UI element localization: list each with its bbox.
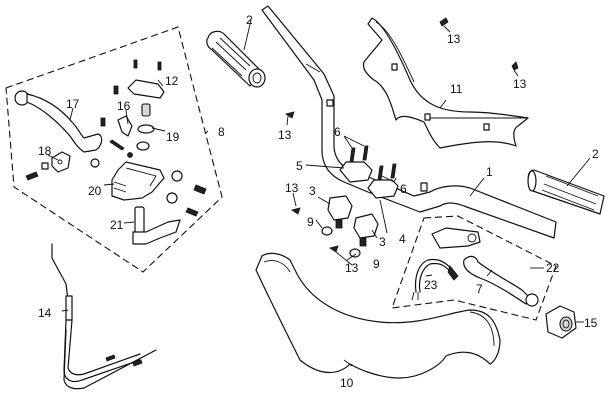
grip-right[interactable] bbox=[527, 169, 605, 215]
screw-13-top1 bbox=[439, 17, 451, 33]
master-cylinder-body[interactable] bbox=[111, 161, 165, 201]
callout-3b: 3 bbox=[379, 235, 386, 249]
callout-19: 19 bbox=[166, 130, 180, 144]
throttle-cable[interactable] bbox=[51, 243, 157, 390]
nut-9a[interactable] bbox=[321, 226, 333, 236]
handlebar-lower-cover[interactable] bbox=[255, 252, 501, 379]
nut-9b[interactable] bbox=[349, 248, 361, 258]
callout-5: 5 bbox=[296, 159, 303, 173]
callout-9a: 9 bbox=[307, 215, 314, 229]
callout-labels: 1 2 2 3 3 4 5 6 6 7 8 9 9 10 11 12 13 13… bbox=[38, 13, 599, 390]
callout-6b: 6 bbox=[400, 182, 407, 196]
callout-18: 18 bbox=[38, 144, 52, 158]
callout-7: 7 bbox=[476, 282, 483, 296]
clutch-lever-holder[interactable] bbox=[431, 227, 481, 249]
callout-15: 15 bbox=[584, 316, 598, 330]
callout-8: 8 bbox=[218, 125, 225, 139]
callout-9b: 9 bbox=[373, 257, 380, 271]
lower-holder-3a[interactable] bbox=[327, 195, 353, 229]
group-8-outline bbox=[5, 26, 223, 273]
callout-13-low: 13 bbox=[345, 261, 359, 275]
callout-13-top1: 13 bbox=[447, 32, 461, 46]
reservoir-cap[interactable] bbox=[113, 59, 165, 99]
callout-2-right: 2 bbox=[592, 147, 599, 161]
brake-lever-bracket[interactable] bbox=[132, 206, 181, 245]
screw-13-low bbox=[329, 245, 339, 253]
brake-light-switch[interactable] bbox=[25, 151, 71, 181]
callout-16: 16 bbox=[117, 99, 131, 113]
upper-holder-4[interactable] bbox=[367, 163, 399, 199]
group-22-outline bbox=[391, 215, 557, 321]
callout-4: 4 bbox=[399, 232, 406, 246]
callout-12: 12 bbox=[165, 74, 179, 88]
leader-lines bbox=[47, 19, 591, 367]
callout-17: 17 bbox=[66, 97, 80, 111]
callout-1: 1 bbox=[486, 165, 493, 179]
screw-13-mid bbox=[291, 207, 301, 215]
screw-13-left bbox=[285, 111, 295, 119]
callout-11: 11 bbox=[450, 82, 463, 96]
callout-2-left: 2 bbox=[246, 13, 253, 27]
master-cylinder-small-parts bbox=[90, 103, 207, 217]
grip-left[interactable] bbox=[206, 30, 266, 88]
handlebar-upper-cover[interactable] bbox=[362, 17, 529, 149]
callout-13-left: 13 bbox=[278, 128, 292, 142]
clutch-switch[interactable] bbox=[411, 258, 459, 301]
screw-13-top2 bbox=[511, 61, 519, 77]
callout-23: 23 bbox=[424, 278, 438, 292]
upper-holder-5[interactable] bbox=[339, 145, 373, 183]
bar-end-weight[interactable] bbox=[545, 305, 577, 339]
callout-21: 21 bbox=[110, 218, 124, 232]
callout-3a: 3 bbox=[309, 184, 316, 198]
brake-lever[interactable] bbox=[14, 90, 103, 153]
callout-14: 14 bbox=[38, 306, 52, 320]
callout-22: 22 bbox=[546, 261, 560, 275]
callout-6a: 6 bbox=[334, 125, 341, 139]
clutch-lever[interactable] bbox=[463, 255, 539, 307]
callout-10: 10 bbox=[340, 376, 354, 390]
callout-13-mid: 13 bbox=[285, 181, 299, 195]
callout-20: 20 bbox=[88, 184, 102, 198]
lower-holder-3b[interactable] bbox=[353, 213, 379, 247]
callout-13-top2: 13 bbox=[513, 77, 527, 91]
